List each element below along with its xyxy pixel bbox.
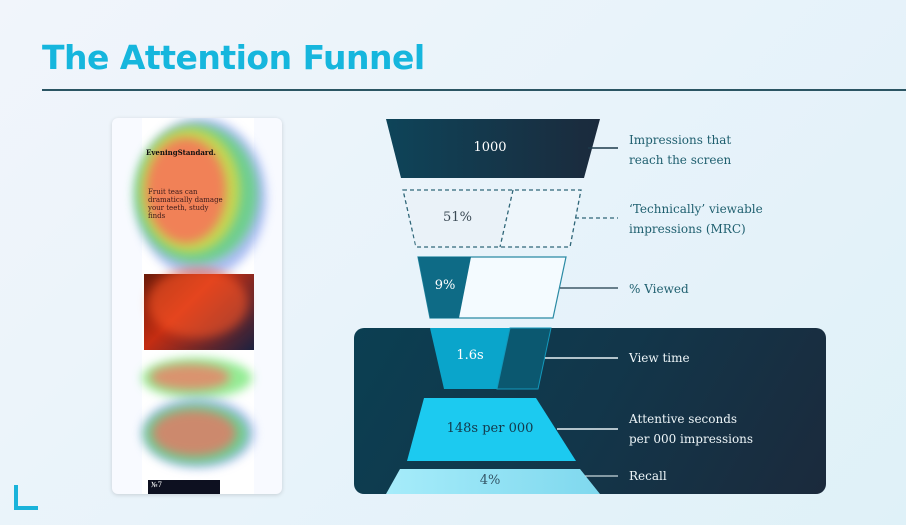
stage-4-label: View time [629, 351, 690, 365]
stage-1-label: Impressions that reach the screen [629, 133, 732, 167]
corner-bracket-icon [14, 485, 38, 510]
stage-1-value: 1000 [473, 140, 507, 155]
heatmap-brand: EveningStandard. [146, 148, 216, 157]
heatmap-footer: №7 [148, 480, 220, 494]
stage-6-value: 4% [479, 473, 501, 488]
stage-5-value: 148s per 000 [446, 421, 534, 436]
funnel-stage-6 [386, 469, 600, 494]
heat-blob [146, 138, 226, 243]
heat-blob [150, 364, 230, 390]
heat-blob [152, 410, 236, 456]
stage-2-label: ‘Technically’ viewable impressions (MRC) [629, 202, 763, 236]
heatmap-image: EveningStandard. Fruit teas can dramatic… [112, 118, 282, 494]
heat-blob [148, 268, 248, 338]
heatmap-headline: Fruit teas can dramatically damage your … [148, 188, 223, 220]
funnel-stage-5 [407, 398, 576, 461]
stage-6-label: Recall [629, 469, 667, 483]
stage-5-label: Attentive seconds per 000 impressions [629, 412, 754, 446]
slide-title: The Attention Funnel [42, 38, 425, 77]
stage-3-value: 9% [434, 278, 456, 293]
funnel-stage-1 [386, 119, 600, 178]
stage-2-value: 51% [443, 210, 472, 225]
stage-4-value: 1.6s [456, 348, 484, 363]
title-divider [42, 89, 906, 91]
stage-3-label: % Viewed [629, 282, 689, 296]
